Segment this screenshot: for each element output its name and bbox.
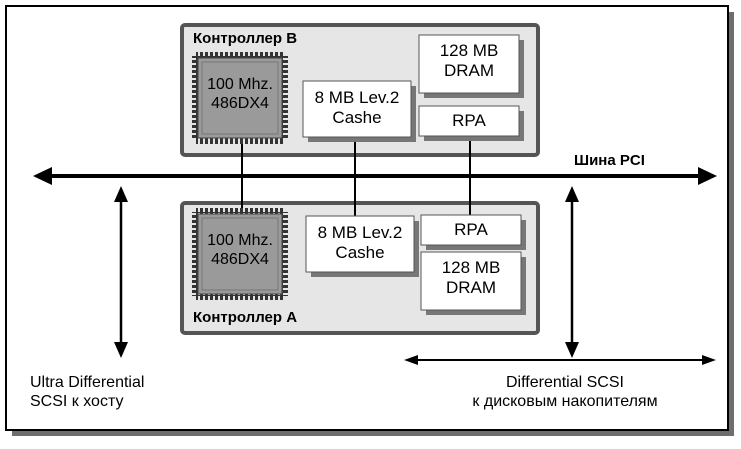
rpa-box-a <box>420 214 522 246</box>
cpu-b-label: 100 Mhz. 486DX4 <box>198 76 282 114</box>
pci-bus-label: Шина PCI <box>574 152 645 169</box>
cpu-b-line1: 100 Mhz. <box>207 76 273 93</box>
cpu-a-label: 100 Mhz. 486DX4 <box>198 232 282 270</box>
dram-a-label: 128 MB DRAM <box>421 258 521 298</box>
disk-arrow-up <box>565 186 579 202</box>
cache-box-a <box>305 215 415 273</box>
cpu-chip-b <box>192 52 288 144</box>
host-arrow-down <box>114 342 128 358</box>
cache-a-label: 8 MB Lev.2 Cashe <box>306 223 414 263</box>
dram-box-a <box>420 251 522 311</box>
disk-scsi-line1: Differential SCSI <box>506 374 624 391</box>
cpu-a-line2: 486DX4 <box>211 250 269 268</box>
cache-a-line2: Cashe <box>335 243 385 263</box>
rpa-a-label: RPA <box>454 220 488 239</box>
disk-arrow-down <box>565 342 579 358</box>
disk-arrow-right <box>702 355 716 365</box>
pci-bus-arrow-left <box>33 167 52 185</box>
host-scsi-line2: SCSI к хосту <box>30 392 124 410</box>
cpu-b-line2: 486DX4 <box>211 94 269 112</box>
dram-box-b <box>418 34 520 94</box>
host-arrow-up <box>114 186 128 202</box>
cache-a-line1: 8 MB Lev.2 <box>317 223 403 242</box>
cache-box-b <box>302 80 412 138</box>
controller-b-title: Контроллер B <box>193 30 298 47</box>
rpa-box-b <box>418 105 520 137</box>
cache-b-line2: Cashe <box>332 108 382 128</box>
disk-scsi-label: Differential SCSI к дисковым накопителям <box>430 374 700 412</box>
disk-arrow-left <box>404 355 418 365</box>
cpu-chip-a <box>192 208 288 300</box>
cache-b-line1: 8 MB Lev.2 <box>314 88 400 107</box>
host-scsi-label: Ultra Differential SCSI к хосту <box>30 374 220 412</box>
dram-b-line1: 128 MB <box>439 41 499 60</box>
dram-b-label: 128 MB DRAM <box>419 41 519 81</box>
cache-b-label: 8 MB Lev.2 Cashe <box>303 88 411 128</box>
controller-a-title: Контроллер A <box>193 309 298 326</box>
dram-a-line2: DRAM <box>445 278 497 298</box>
disk-scsi-line2: к дисковым накопителям <box>472 392 658 410</box>
host-scsi-line1: Ultra Differential <box>30 374 145 391</box>
cpu-a-line1: 100 Mhz. <box>207 232 273 249</box>
dram-b-line2: DRAM <box>443 61 495 81</box>
rpa-b-label: RPA <box>452 111 486 130</box>
pci-bus-arrow-right <box>698 167 717 185</box>
dram-a-line1: 128 MB <box>441 258 501 277</box>
